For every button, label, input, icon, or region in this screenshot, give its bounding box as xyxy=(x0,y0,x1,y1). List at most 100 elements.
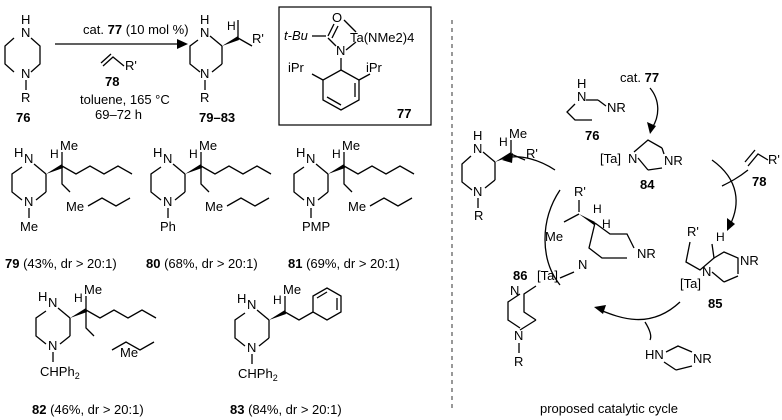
c86-R: R xyxy=(514,354,523,369)
cp-H-stereo: H xyxy=(499,135,508,149)
c76-label: 76 xyxy=(585,128,599,143)
c86-Ta: [Ta] xyxy=(537,268,558,283)
p82-caption: 82 (46%, dr > 20:1) xyxy=(32,402,144,417)
cycle-78: R' 78 xyxy=(744,149,780,189)
prod-H-stereo: H xyxy=(227,19,236,33)
product-range-label: 79–83 xyxy=(199,110,235,125)
cat-label: 77 xyxy=(397,106,411,121)
c86-H2: H xyxy=(602,217,611,231)
cycle-title: proposed catalytic cycle xyxy=(540,401,678,416)
c86-NR: NR xyxy=(637,246,656,261)
cat-iPr-right: iPr xyxy=(366,60,383,75)
cycle-76: H N NR 76 xyxy=(566,76,626,143)
prod-Rp: R' xyxy=(252,31,264,46)
p81-N-top: N xyxy=(306,151,315,166)
sm-R: R xyxy=(21,90,30,105)
compound-82: N H N CHPh2 H Me Me 82 (46%, dr > 20:1) xyxy=(32,282,157,417)
p82-H: H xyxy=(38,289,47,304)
p80-H-stereo: H xyxy=(189,147,198,161)
p82-me: Me xyxy=(84,282,102,297)
reagent-sub: R' xyxy=(125,58,137,73)
compound-80: N H N Ph H Me Me 80 (68%, dr > 20:1) xyxy=(146,138,272,271)
p83-H-stereo: H xyxy=(273,293,282,307)
cycle-86: R' H Me H NR N [Ta] 86 N N R xyxy=(507,184,656,369)
cp-Rp: R' xyxy=(526,146,538,161)
p80-me2: Me xyxy=(205,199,223,214)
p82-N-top: N xyxy=(48,295,57,310)
c76-N: N xyxy=(577,89,586,104)
cycle-product: H N N R H Me R' xyxy=(461,126,538,223)
arrow-cat-text: cat. 77 (10 mol %) xyxy=(83,22,189,37)
c85-label: 85 xyxy=(708,296,722,311)
sm-label: 76 xyxy=(16,110,30,125)
compound-83: N H N CHPh2 H Me 83 (84%, dr > 20:1) xyxy=(230,282,342,417)
c78-label: 78 xyxy=(752,174,766,189)
c86-label: 86 xyxy=(513,268,527,283)
p82-N-bottom: N xyxy=(48,338,57,353)
cycle-84: [Ta] N NR 84 xyxy=(600,139,683,192)
c84-NR: NR xyxy=(664,153,683,168)
p79-N-bottom: N xyxy=(24,194,33,209)
prod-R: R xyxy=(200,90,209,105)
c85-Rp: R' xyxy=(687,224,699,239)
p81-H-stereo: H xyxy=(332,147,341,161)
p83-N-bottom: N xyxy=(247,340,256,355)
p81-Nsub: PMP xyxy=(302,219,330,234)
p82-Nsub: CHPh2 xyxy=(40,364,80,381)
p82-H-stereo: H xyxy=(74,291,83,305)
c84-N: N xyxy=(628,151,637,166)
c86-Me: Me xyxy=(545,229,563,244)
p83-Nsub: CHPh2 xyxy=(238,366,278,383)
p79-me: Me xyxy=(60,138,78,153)
sm-N-bottom: N xyxy=(21,66,30,81)
reagent-label: 78 xyxy=(105,74,119,89)
p83-N-top: N xyxy=(247,297,256,312)
c85-N: N xyxy=(702,264,711,279)
p81-me: Me xyxy=(342,138,360,153)
cp-N-bottom: N xyxy=(473,184,482,199)
catalyst-77-box: t-Bu O Ta(NMe2)4 N iPr iPr 77 xyxy=(278,6,432,126)
catalytic-cycle: cat. 77 H N NR 76 [Ta] N NR 84 xyxy=(461,70,780,416)
p79-H: H xyxy=(14,145,23,160)
cycle-cat-label: cat. 77 xyxy=(620,70,659,85)
c76-NR: NR xyxy=(607,100,626,115)
p80-caption: 80 (68%, dr > 20:1) xyxy=(146,256,258,271)
conditions-2: 69–72 h xyxy=(95,107,142,122)
p79-H-stereo: H xyxy=(50,147,59,161)
c84-label: 84 xyxy=(640,177,655,192)
c76-H: H xyxy=(577,76,586,91)
cp-N-top: N xyxy=(473,141,482,156)
cp-Me: Me xyxy=(509,126,527,141)
prod-N-bottom: N xyxy=(200,66,209,81)
p81-H: H xyxy=(296,145,305,160)
product-general: H N N R H R' 79–83 xyxy=(189,12,264,125)
cin-NR: NR xyxy=(693,351,712,366)
cat-iPr-left: iPr xyxy=(288,60,305,75)
c85-NR: NR xyxy=(740,253,759,268)
cycle-85: R' H NR [Ta] N 85 xyxy=(680,224,759,311)
reaction-arrow: cat. 77 (10 mol %) R' 78 toluene, 165 °C… xyxy=(55,22,189,122)
p81-N-bottom: N xyxy=(306,194,315,209)
cat-O: O xyxy=(332,10,342,25)
cat-N: N xyxy=(336,43,345,58)
sm-NH: H xyxy=(21,12,30,27)
c86-H1: H xyxy=(593,202,602,216)
c84-Ta: [Ta] xyxy=(600,151,621,166)
conditions-1: toluene, 165 °C xyxy=(80,92,170,107)
p80-me: Me xyxy=(199,138,217,153)
c86-N2: N xyxy=(510,283,519,298)
p79-N-top: N xyxy=(24,151,33,166)
compound-79: N H N Me H Me Me 79 (43%, dr > 20:1) xyxy=(5,138,133,271)
c85-H: H xyxy=(716,230,725,244)
p81-caption: 81 (69%, dr > 20:1) xyxy=(288,256,400,271)
cp-R: R xyxy=(474,208,483,223)
prod-N-top: N xyxy=(200,25,209,40)
c78-sub: R' xyxy=(768,152,780,167)
p80-N-top: N xyxy=(163,151,172,166)
compound-81: N H N PMP H Me Me 81 (69%, dr > 20:1) xyxy=(288,138,415,271)
cin-HN: HN xyxy=(645,347,664,362)
p79-me2: Me xyxy=(66,199,84,214)
p80-H: H xyxy=(153,145,162,160)
